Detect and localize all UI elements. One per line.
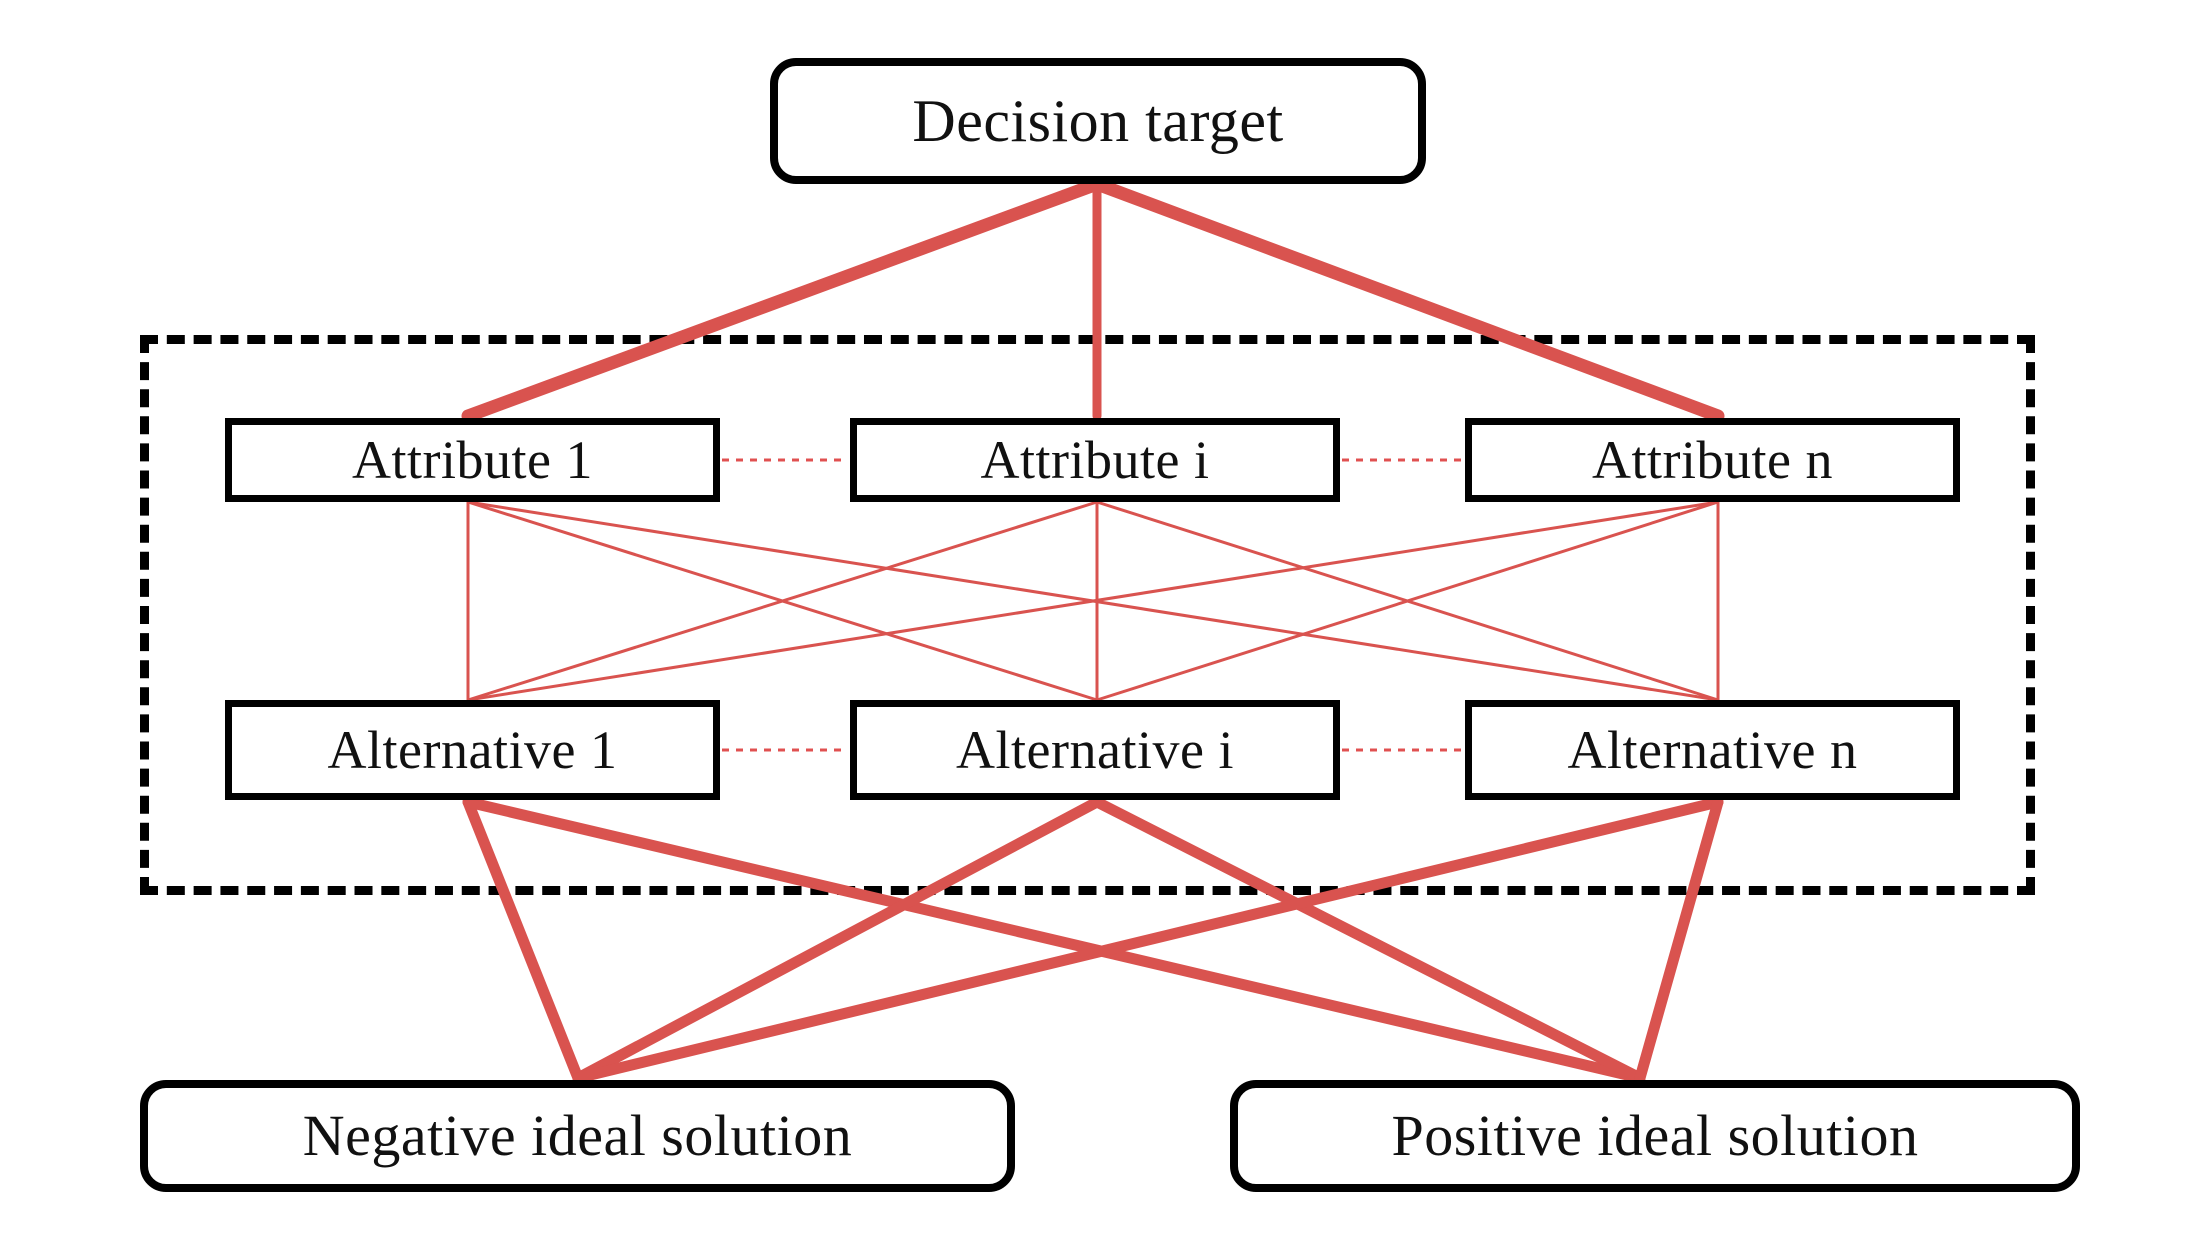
node-alternative-1-label: Alternative 1 — [327, 720, 618, 780]
node-alternative-n-label: Alternative n — [1567, 720, 1858, 780]
node-alternative-i[interactable]: Alternative i — [850, 700, 1340, 800]
node-positive-ideal-solution[interactable]: Positive ideal solution — [1230, 1080, 2080, 1192]
node-attribute-n[interactable]: Attribute n — [1465, 418, 1960, 502]
node-decision-target[interactable]: Decision target — [770, 58, 1426, 184]
node-alternative-1[interactable]: Alternative 1 — [225, 700, 720, 800]
node-attribute-i[interactable]: Attribute i — [850, 418, 1340, 502]
node-attribute-n-label: Attribute n — [1592, 430, 1833, 490]
node-attribute-i-label: Attribute i — [980, 430, 1210, 490]
node-attribute-1[interactable]: Attribute 1 — [225, 418, 720, 502]
node-alternative-i-label: Alternative i — [956, 720, 1234, 780]
node-negative-ideal-solution-label: Negative ideal solution — [302, 1103, 853, 1168]
node-alternative-n[interactable]: Alternative n — [1465, 700, 1960, 800]
node-decision-target-label: Decision target — [912, 88, 1284, 154]
node-negative-ideal-solution[interactable]: Negative ideal solution — [140, 1080, 1015, 1192]
node-attribute-1-label: Attribute 1 — [352, 430, 593, 490]
node-positive-ideal-solution-label: Positive ideal solution — [1391, 1103, 1919, 1168]
